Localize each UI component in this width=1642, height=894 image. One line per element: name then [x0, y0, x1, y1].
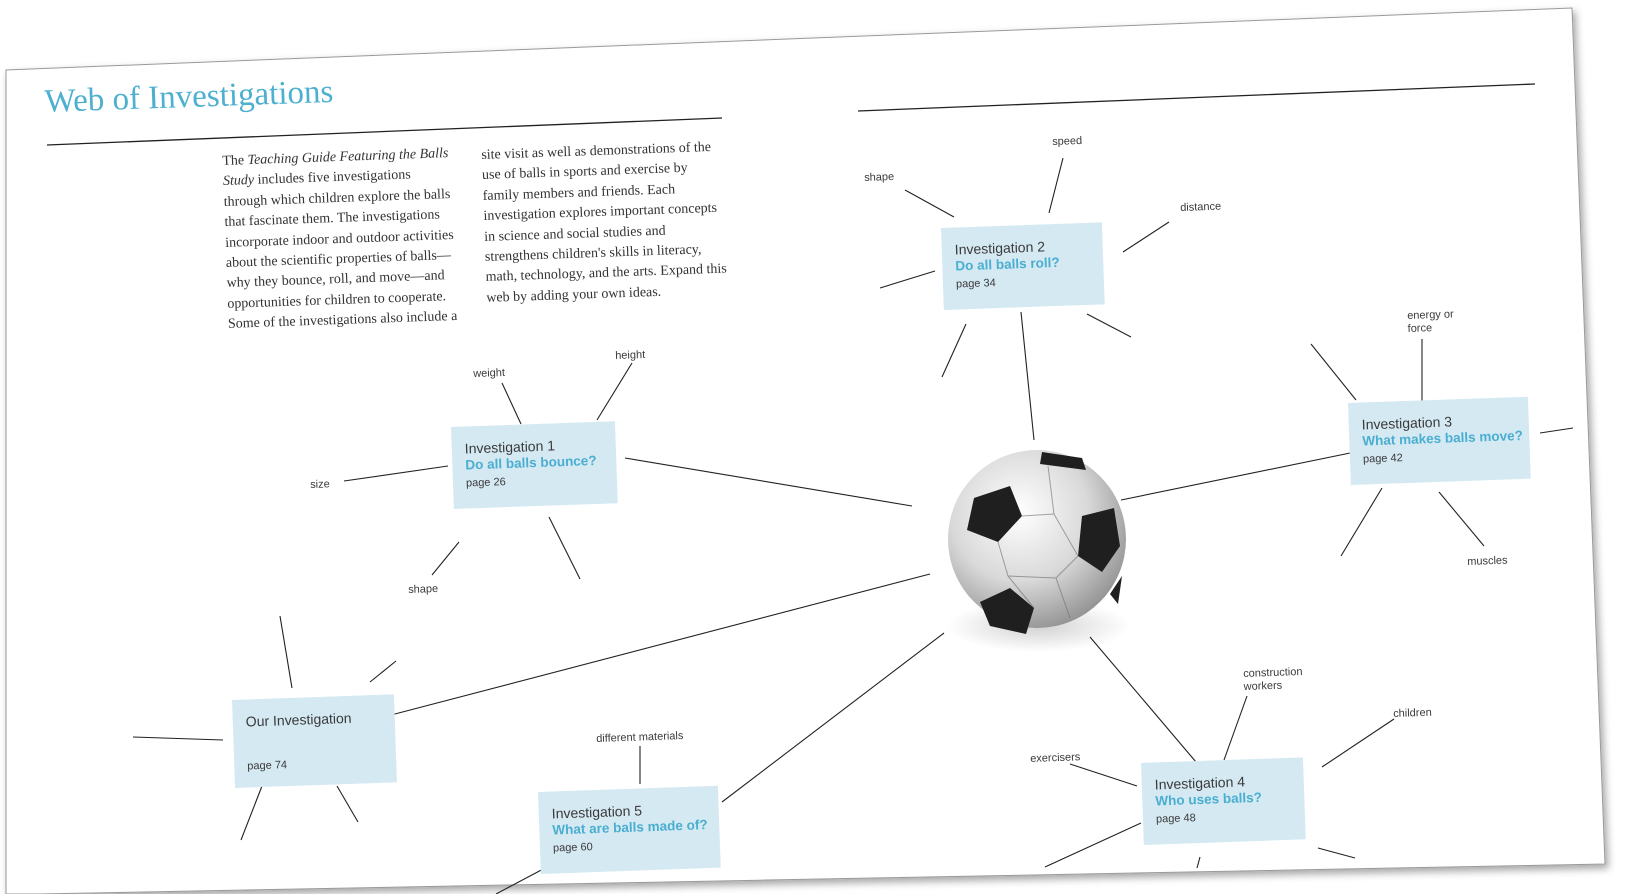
label-speed: speed — [1052, 134, 1083, 148]
label-height: height — [615, 348, 646, 362]
investigation-1-box[interactable]: Investigation 1 Do all balls bounce? pag… — [451, 421, 618, 509]
label-construction-workers: construction workers — [1243, 665, 1303, 693]
label-exercisers: exercisers — [1030, 751, 1081, 765]
label-shape-inv2: shape — [864, 170, 895, 184]
our-investigation-box[interactable]: Our Investigation page 74 — [232, 694, 397, 788]
investigation-page: page 34 — [955, 277, 996, 291]
label-muscles: muscles — [1467, 554, 1508, 568]
investigation-5-box[interactable]: Investigation 5 What are balls made of? … — [538, 785, 721, 874]
intro-col1-rest: includes five investigations through whi… — [223, 167, 458, 333]
label-size: size — [310, 478, 330, 491]
intro-col1-prefix: The — [222, 153, 248, 169]
investigation-4-box[interactable]: Investigation 4 Who uses balls? page 48 — [1141, 757, 1306, 845]
investigation-page: page 60 — [552, 841, 593, 855]
investigation-question — [246, 726, 384, 749]
investigation-page: page 48 — [1155, 812, 1196, 826]
label-energy-or-force: energy or force — [1407, 308, 1454, 335]
label-distance: distance — [1180, 200, 1222, 214]
label-weight: weight — [473, 366, 506, 380]
investigation-page: page 42 — [1362, 452, 1403, 466]
intro-paragraph-col2: site visit as well as demonstrations of … — [481, 139, 728, 306]
paper-sheet — [5, 7, 1606, 894]
label-children: children — [1393, 706, 1432, 720]
label-shape-inv1: shape — [408, 582, 439, 596]
investigation-3-box[interactable]: Investigation 3 What makes balls move? p… — [1348, 396, 1531, 485]
investigation-2-box[interactable]: Investigation 2 Do all balls roll? page … — [941, 222, 1105, 310]
investigation-page: page 26 — [465, 476, 506, 490]
intro-paragraph-col1: The Teaching Guide Featuring the Balls S… — [222, 144, 460, 336]
soccer-ball-image — [946, 450, 1130, 652]
investigation-page: page 74 — [247, 759, 288, 773]
